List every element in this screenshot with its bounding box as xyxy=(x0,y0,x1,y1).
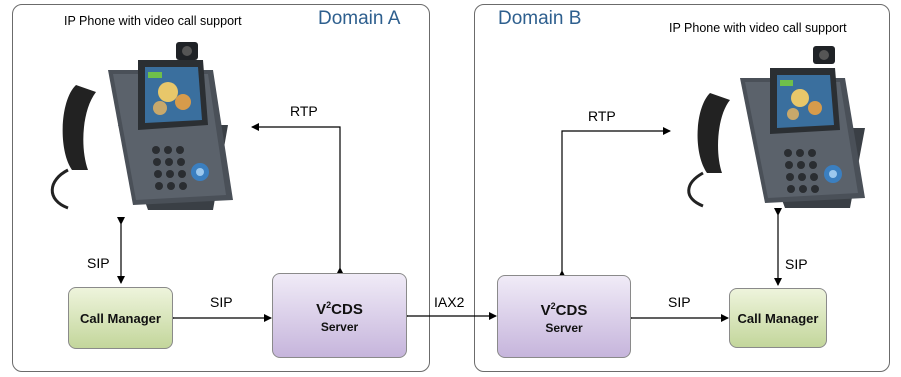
ip-phone-b-icon xyxy=(687,46,865,208)
label-sip-cm-b: SIP xyxy=(668,294,691,310)
v2cds-b-subtitle: Server xyxy=(545,321,583,335)
domain-a-container xyxy=(12,4,430,372)
domain-b-title: Domain B xyxy=(498,8,582,29)
v2cds-a-title: V2CDS xyxy=(316,300,363,318)
edge-rtp-b xyxy=(558,127,671,278)
v2cds-a-subtitle: Server xyxy=(320,320,359,334)
v2cds-b-title: V2CDS xyxy=(540,301,588,319)
call-manager-b-label: Call Manager xyxy=(737,310,819,326)
v2cds-server-a-node: V2CDS Server xyxy=(272,273,407,358)
label-sip-phone-a: SIP xyxy=(87,255,110,271)
phone-a-caption: IP Phone with video call support xyxy=(64,14,242,28)
label-rtp-b: RTP xyxy=(588,108,616,124)
label-iax2: IAX2 xyxy=(434,294,465,310)
phone-b-caption: IP Phone with video call support xyxy=(669,21,847,35)
ip-phone-a-icon xyxy=(50,42,233,210)
domain-b-container xyxy=(474,4,890,372)
label-sip-cm-a: SIP xyxy=(210,294,233,310)
edge-rtp-a xyxy=(251,123,344,275)
label-sip-phone-b: SIP xyxy=(785,256,808,272)
call-manager-a-label: Call Manager xyxy=(80,310,161,326)
call-manager-a-node: Call Manager xyxy=(68,287,173,349)
label-rtp-a: RTP xyxy=(290,103,318,119)
v2cds-server-b-node: V2CDS Server xyxy=(497,275,631,358)
call-manager-b-node: Call Manager xyxy=(729,288,827,348)
domain-a-title: Domain A xyxy=(318,8,401,29)
